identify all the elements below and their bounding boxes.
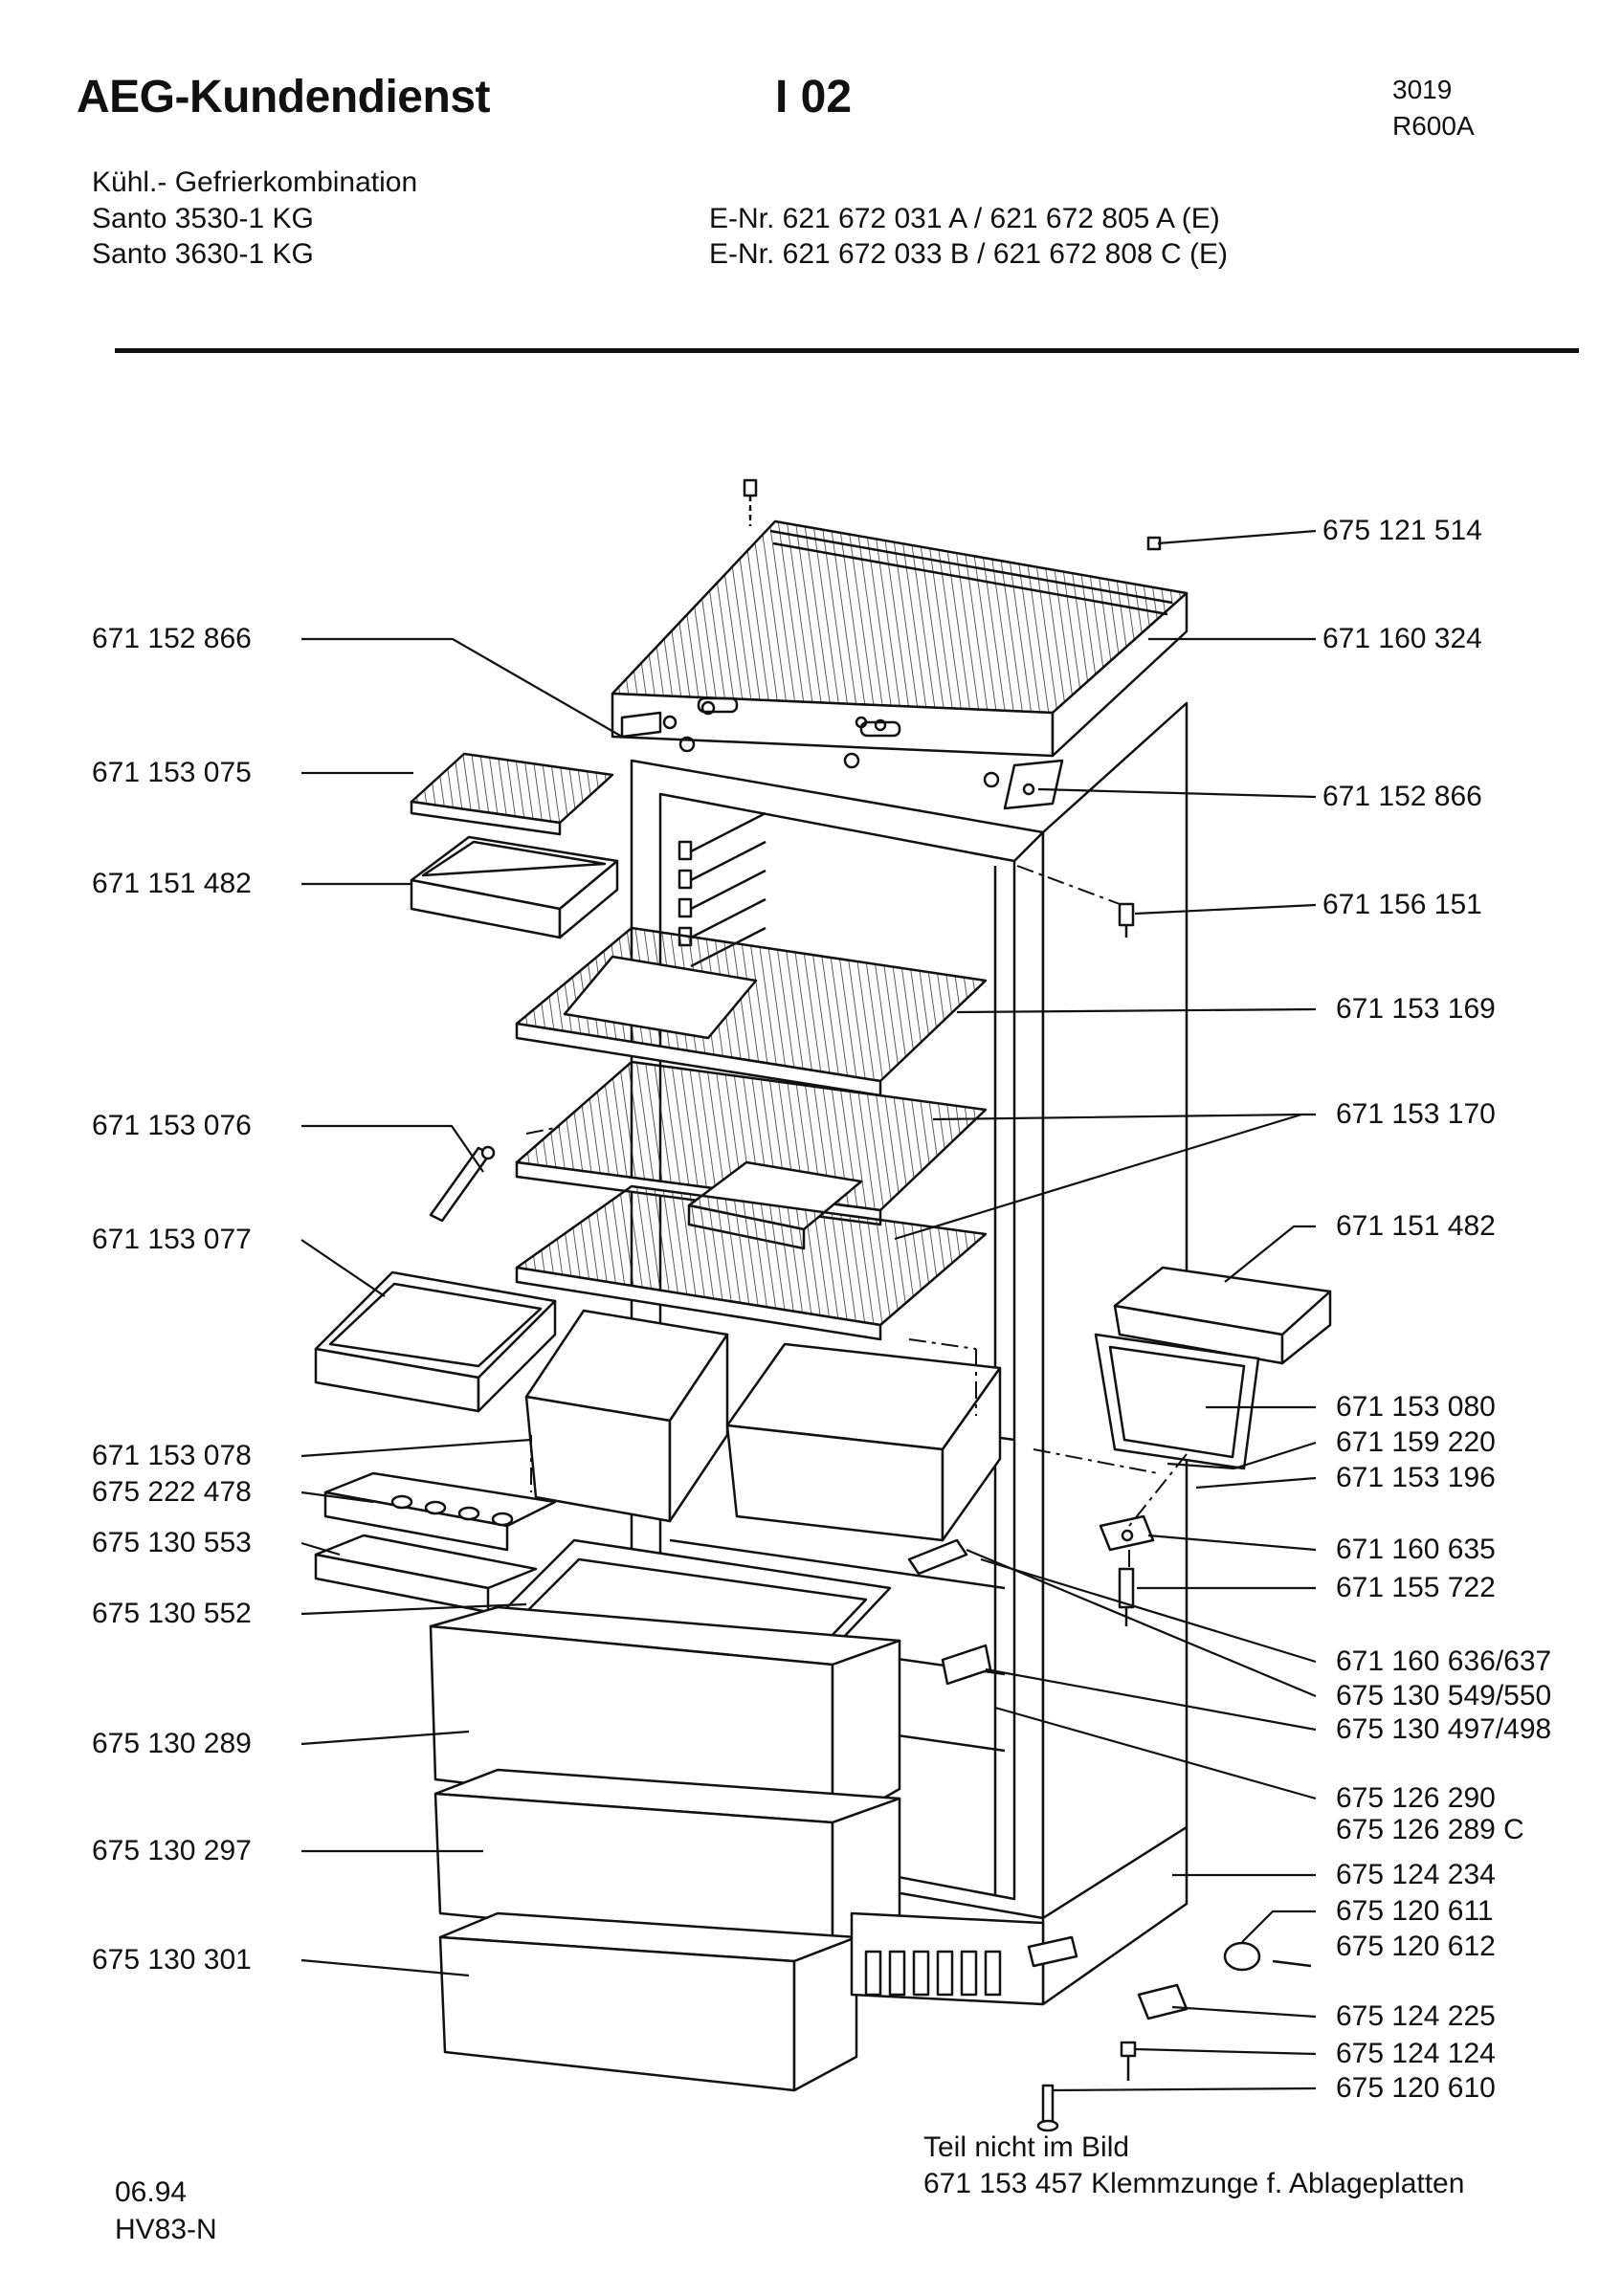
- part-label: 675 124 124: [1336, 2038, 1496, 2069]
- freezer-grid-shelf: [410, 752, 614, 836]
- part-label: 671 151 482: [1336, 1210, 1496, 1242]
- part-label: 675 120 610: [1336, 2072, 1496, 2104]
- part-label: 671 153 075: [92, 757, 252, 788]
- revision-date: 06.94: [115, 2176, 188, 2208]
- door-flap: [1094, 1333, 1260, 1470]
- enr-line-2: E-Nr. 621 672 033 B / 621 672 808 C (E): [709, 238, 1229, 270]
- part-label: 671 160 635: [1336, 1534, 1496, 1565]
- note-text: 671 153 457 Klemmzunge f. Ablageplatten: [923, 2168, 1465, 2199]
- freezer-tray: [410, 835, 619, 939]
- glass-shelf-1: [515, 926, 988, 1097]
- note-title: Teil nicht im Bild: [923, 2131, 1130, 2163]
- shelf-clip: [429, 1145, 496, 1223]
- ice-cube-tray: [323, 1471, 557, 1552]
- part-label: 675 222 478: [92, 1476, 252, 1508]
- part-label: 671 153 169: [1336, 993, 1496, 1025]
- part-label: 671 153 196: [1336, 1462, 1496, 1493]
- part-label: 675 130 552: [92, 1598, 252, 1629]
- freezer-drawer-2: [433, 1768, 901, 1954]
- freezer-drawer-3: [438, 1911, 858, 2092]
- hinge-middle: [1099, 1514, 1155, 1626]
- screws: [678, 478, 1162, 938]
- crisper-lid-tray: [314, 1270, 557, 1413]
- part-label: 675 130 553: [92, 1527, 252, 1558]
- section-code: I 02: [775, 72, 853, 122]
- part-label: 671 160 636/637: [1336, 1645, 1552, 1677]
- part-label: 675 130 497/498: [1336, 1713, 1552, 1745]
- model-name-2: Santo 3630-1 KG: [92, 238, 314, 270]
- part-label: 675 130 301: [92, 1944, 252, 1976]
- part-label: 675 124 225: [1336, 2000, 1496, 2032]
- part-label: 675 130 297: [92, 1835, 252, 1866]
- top-hinge: [620, 711, 1064, 810]
- model-name-1: Santo 3530-1 KG: [92, 203, 314, 234]
- header-rule: [115, 348, 1579, 353]
- leader-lines-left: [300, 637, 623, 1977]
- part-label: 675 126 290: [1336, 1782, 1496, 1814]
- part-label: 675 130 549/550: [1336, 1680, 1552, 1711]
- model-code: HV83-N: [115, 2214, 217, 2245]
- part-label: 675 121 514: [1322, 515, 1482, 546]
- part-label: 671 152 866: [1322, 781, 1482, 812]
- part-label: 671 152 866: [92, 623, 252, 654]
- sheet-number: 3019: [1392, 75, 1453, 104]
- adjustable-foot: [1036, 1941, 1312, 2132]
- door-tray: [1113, 1266, 1332, 1365]
- part-label: 671 153 078: [92, 1440, 252, 1471]
- vegetable-crisper-right: [725, 1342, 1002, 1542]
- part-label: 671 153 170: [1336, 1098, 1496, 1130]
- glass-shelf-3: [515, 1184, 988, 1341]
- part-label: 675 120 611: [1336, 1895, 1494, 1927]
- part-label: 671 159 220: [1336, 1426, 1496, 1458]
- refrigerant-code: R600A: [1392, 111, 1475, 141]
- part-label: 675 124 234: [1336, 1859, 1496, 1890]
- part-label: 671 153 077: [92, 1224, 252, 1255]
- part-label: 675 130 289: [92, 1728, 252, 1759]
- part-label: 671 151 482: [92, 868, 252, 899]
- brand-title: AEG-Kundendienst: [77, 72, 491, 122]
- part-label: 671 160 324: [1322, 623, 1482, 654]
- clips-right: [907, 1538, 992, 1686]
- part-label: 671 153 080: [1336, 1391, 1496, 1423]
- part-label: 675 120 612: [1336, 1931, 1496, 1962]
- assembly-lines: [525, 865, 1188, 1569]
- appliance-category: Kühl.- Gefrierkombination: [92, 166, 418, 198]
- part-label: 671 156 151: [1322, 889, 1482, 920]
- part-label: 671 155 722: [1336, 1572, 1496, 1603]
- leader-lines-right: [894, 529, 1317, 2092]
- enr-line-1: E-Nr. 621 672 031 A / 621 672 805 A (E): [709, 203, 1220, 234]
- part-label: 675 126 289 C: [1336, 1814, 1524, 1845]
- plinth: [850, 1825, 1189, 2006]
- top-cover: [611, 519, 1189, 758]
- vegetable-crisper-left: [524, 1309, 729, 1523]
- part-label: 671 153 076: [92, 1110, 252, 1141]
